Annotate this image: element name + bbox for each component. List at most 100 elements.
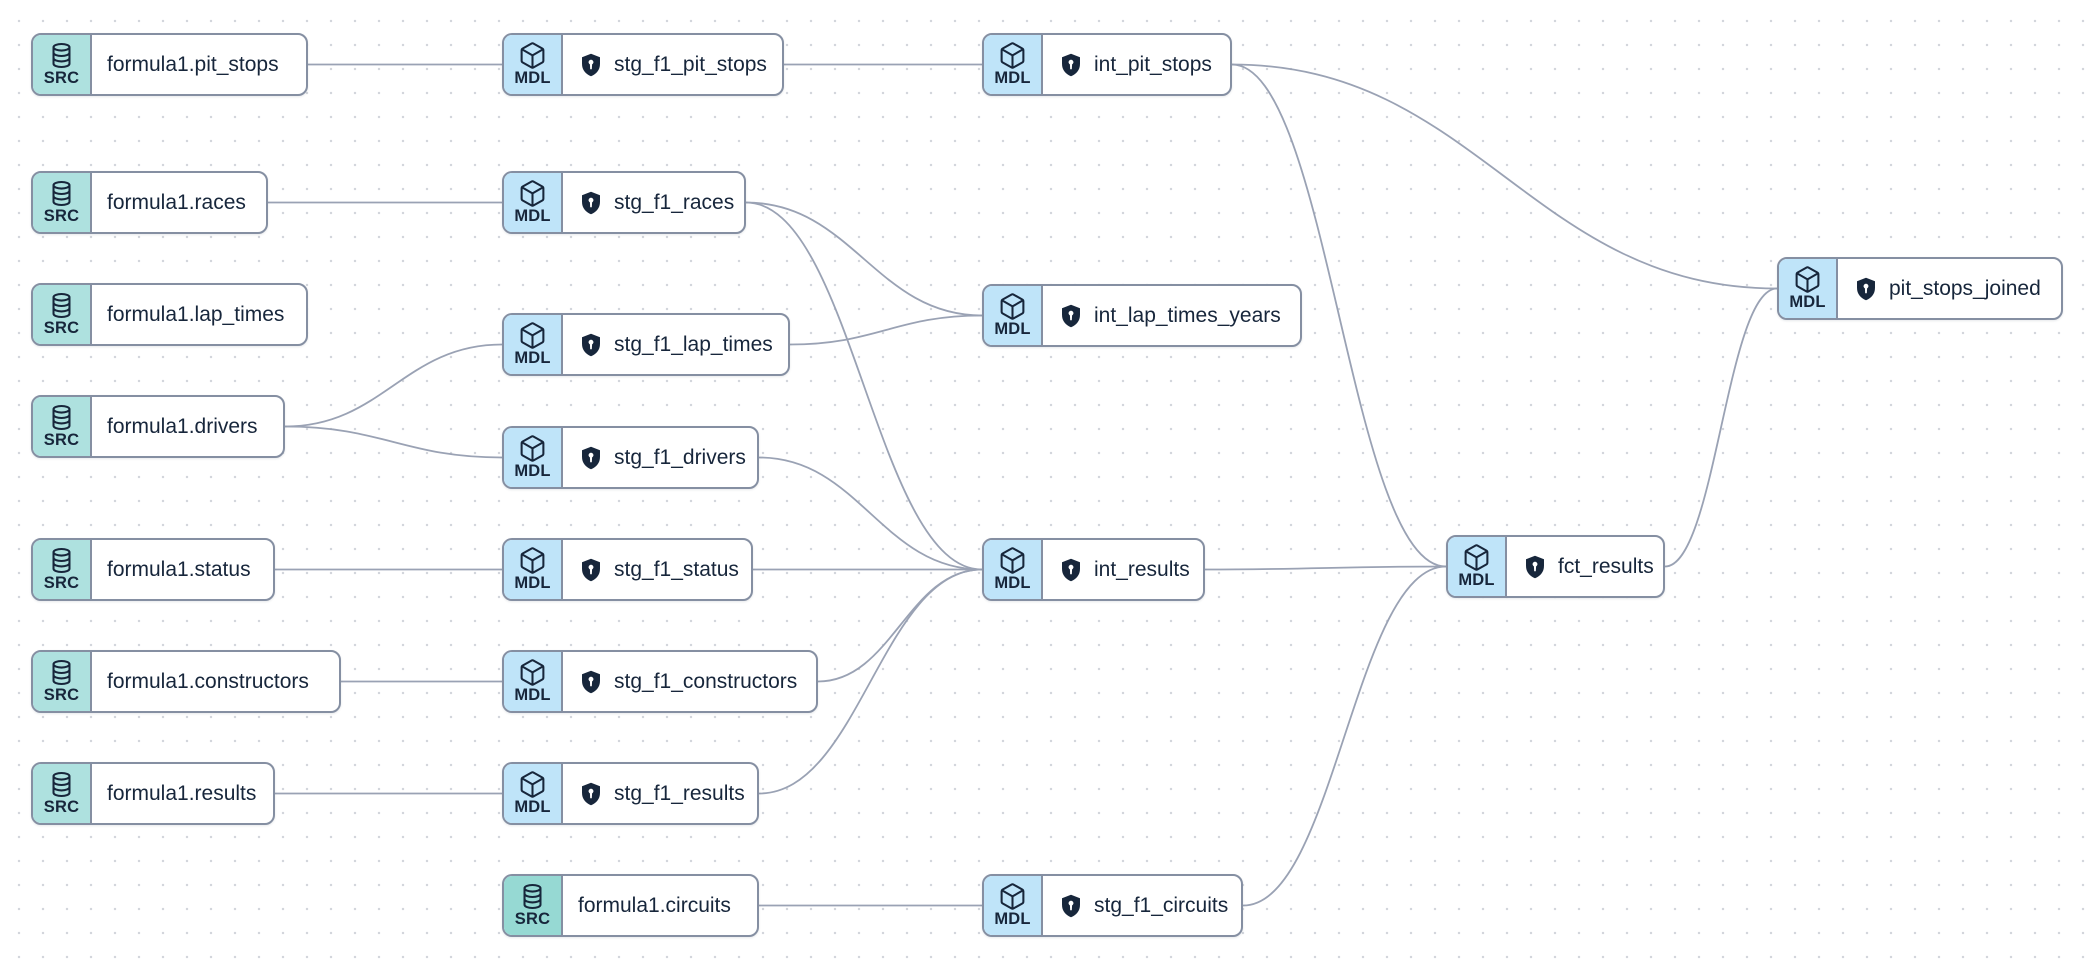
shield-icon-wrap [1522, 554, 1548, 580]
shield-icon-wrap [578, 557, 604, 583]
node-label: formula1.lap_times [107, 303, 285, 326]
node-label: int_pit_stops [1094, 53, 1212, 76]
badge-label: SRC [43, 686, 80, 705]
cube-icon [1000, 42, 1025, 70]
badge-label: MDL [514, 798, 551, 817]
edge-int_results-to-fct_results [1204, 565, 1447, 571]
shield-lock-icon [582, 670, 600, 693]
shield-lock-icon [1526, 555, 1544, 578]
cube-icon [520, 547, 545, 575]
node-body: stg_f1_drivers [563, 428, 757, 487]
node-stg_f1_circuits[interactable]: MDL stg_f1_circuits [982, 874, 1243, 937]
badge-label: MDL [994, 910, 1031, 929]
node-fct_results[interactable]: MDL fct_results [1446, 535, 1665, 598]
cube-icon [520, 180, 545, 208]
node-label: pit_stops_joined [1889, 277, 2041, 300]
source-badge: SRC [33, 540, 92, 599]
source-badge: SRC [33, 173, 92, 232]
shield-lock-icon [582, 53, 600, 76]
shield-lock-icon [582, 446, 600, 469]
source-badge: SRC [33, 35, 92, 94]
cube-icon [520, 659, 545, 687]
shield-lock-icon [582, 782, 600, 805]
edge-stg_f1_constructors-to-int_results [817, 568, 983, 683]
shield-icon-wrap [578, 190, 604, 216]
node-body: stg_f1_pit_stops [563, 35, 782, 94]
badge-label: SRC [43, 69, 80, 88]
node-body: pit_stops_joined [1838, 259, 2061, 318]
node-pit_stops_joined[interactable]: MDL pit_stops_joined [1777, 257, 2063, 320]
node-body: formula1.results [92, 764, 273, 823]
node-int_pit_stops[interactable]: MDL int_pit_stops [982, 33, 1232, 96]
node-label: stg_f1_constructors [614, 670, 798, 693]
node-int_lap_times_years[interactable]: MDL int_lap_times_years [982, 284, 1302, 347]
badge-label: MDL [1458, 571, 1495, 590]
node-body: int_lap_times_years [1043, 286, 1300, 345]
shield-lock-icon [1062, 894, 1080, 917]
model-badge: MDL [504, 315, 563, 374]
cube-icon [520, 42, 545, 70]
database-icon [52, 660, 71, 686]
shield-icon-wrap [1058, 303, 1084, 329]
badge-label: MDL [1789, 293, 1826, 312]
edge-stg_f1_lap_times-to-int_lap_times_years [789, 314, 983, 346]
shield-lock-icon [1062, 558, 1080, 581]
badge-label: MDL [514, 69, 551, 88]
badge-label: SRC [43, 319, 80, 338]
node-body: formula1.constructors [92, 652, 339, 711]
model-badge: MDL [984, 35, 1043, 94]
node-stg_f1_status[interactable]: MDL stg_f1_status [502, 538, 753, 601]
shield-icon-wrap [1853, 276, 1879, 302]
cube-icon [1000, 883, 1025, 911]
shield-icon-wrap [1058, 557, 1084, 583]
shield-lock-icon [582, 191, 600, 214]
model-badge: MDL [984, 286, 1043, 345]
edge-src_drivers-to-stg_f1_lap_times [284, 343, 503, 428]
node-label: formula1.drivers [107, 415, 258, 438]
shield-icon-wrap [1058, 52, 1084, 78]
node-stg_f1_pit_stops[interactable]: MDL stg_f1_pit_stops [502, 33, 784, 96]
model-badge: MDL [504, 35, 563, 94]
model-badge: MDL [504, 652, 563, 711]
node-src_lap_times[interactable]: SRC formula1.lap_times [31, 283, 308, 346]
node-stg_f1_drivers[interactable]: MDL stg_f1_drivers [502, 426, 759, 489]
model-badge: MDL [504, 764, 563, 823]
node-label: stg_f1_circuits [1094, 894, 1229, 917]
node-stg_f1_results[interactable]: MDL stg_f1_results [502, 762, 759, 825]
edge-int_pit_stops-to-fct_results [1231, 63, 1447, 568]
source-badge: SRC [504, 876, 563, 935]
node-body: fct_results [1507, 537, 1663, 596]
badge-label: MDL [514, 574, 551, 593]
shield-icon-wrap [578, 781, 604, 807]
node-label: formula1.results [107, 782, 257, 805]
node-body: stg_f1_races [563, 173, 744, 232]
node-body: formula1.races [92, 173, 266, 232]
database-icon [52, 43, 71, 69]
node-label: stg_f1_status [614, 558, 739, 581]
node-stg_f1_constructors[interactable]: MDL stg_f1_constructors [502, 650, 818, 713]
node-label: stg_f1_results [614, 782, 745, 805]
node-label: stg_f1_drivers [614, 446, 746, 469]
node-body: formula1.status [92, 540, 273, 599]
model-badge: MDL [504, 540, 563, 599]
cube-icon [1000, 547, 1025, 575]
model-badge: MDL [504, 428, 563, 487]
node-body: stg_f1_status [563, 540, 751, 599]
badge-label: MDL [994, 320, 1031, 339]
database-icon [52, 293, 71, 319]
cube-icon [1795, 266, 1820, 294]
badge-label: MDL [514, 462, 551, 481]
edge-stg_f1_races-to-int_lap_times_years [745, 201, 983, 317]
node-src_constructors[interactable]: SRC formula1.constructors [31, 650, 341, 713]
